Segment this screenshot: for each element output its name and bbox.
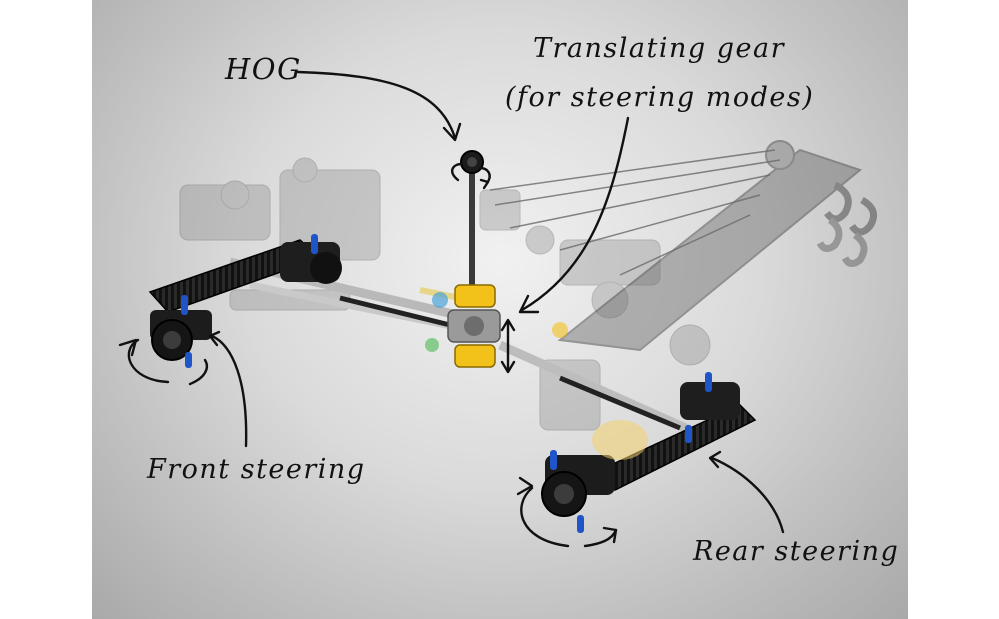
front-steering-rack	[148, 234, 342, 368]
front-rotation-arrow	[127, 338, 170, 384]
hog-label: HOG	[225, 52, 302, 86]
front-steering-label: Front steering	[147, 454, 366, 485]
annotation-arrows	[118, 70, 785, 548]
chassis-render: HOG Translating gear (for steering modes…	[92, 0, 908, 619]
front-steering-arrow	[210, 334, 248, 448]
rear-steering-label: Rear steering	[693, 536, 900, 567]
rear-steering-rack	[541, 372, 757, 533]
hog-rotation-arrow	[451, 162, 464, 182]
chassis-illustration	[118, 70, 878, 548]
rear-steering-arrow	[710, 456, 785, 534]
ghosted-chassis	[179, 157, 711, 431]
crane-cables	[489, 149, 781, 276]
crane-boom	[557, 140, 878, 352]
rear-rotation-arrow	[520, 486, 570, 548]
hog-assembly	[460, 150, 484, 300]
hog-arrow	[296, 70, 457, 140]
translating-gear-arrow	[520, 116, 630, 312]
steering-modes-label: (for steering modes)	[505, 82, 815, 113]
translating-gear-label: Translating gear	[533, 33, 785, 64]
translating-gear-assembly	[425, 284, 568, 368]
